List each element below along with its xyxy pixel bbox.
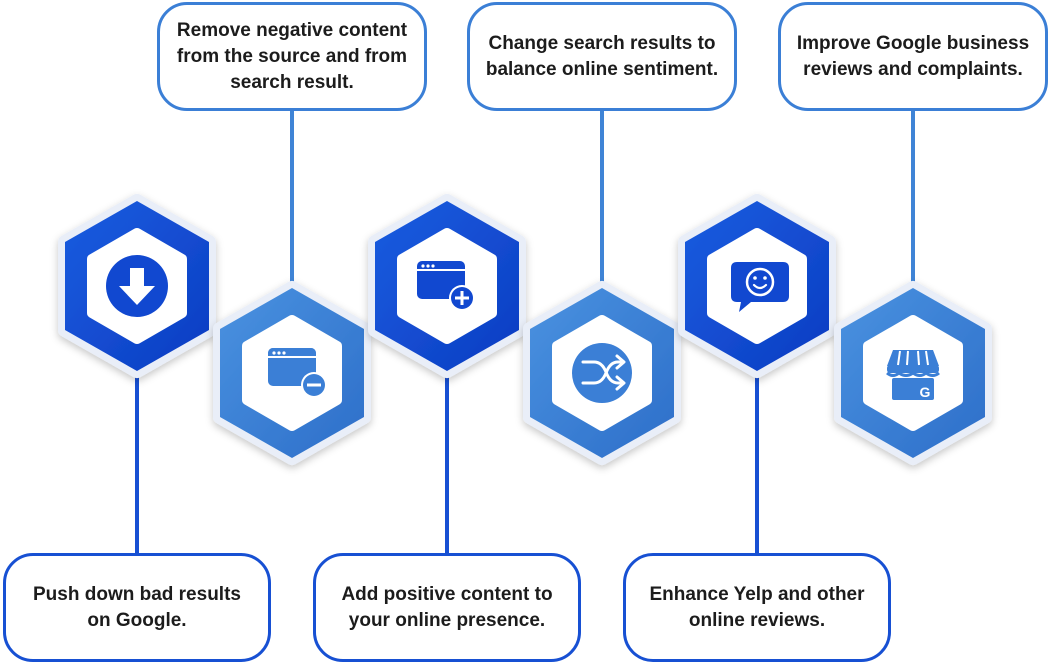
step-1-label: Push down bad results on Google. — [33, 583, 241, 631]
step-5-label-box: Enhance Yelp and other online reviews. — [623, 553, 891, 662]
browser-minus-icon — [268, 348, 327, 398]
step-2-label: Remove negative content from the source … — [176, 19, 408, 93]
step-5-label: Enhance Yelp and other online reviews. — [649, 583, 865, 631]
smiley-chat-icon — [731, 262, 789, 312]
step-3-label: Add positive content to your online pres… — [341, 583, 553, 631]
step-4-label-box: Change search results to balance online … — [467, 2, 737, 111]
step-1-label-box: Push down bad results on Google. — [3, 553, 271, 662]
step-2-label-box: Remove negative content from the source … — [157, 2, 427, 111]
connector-lines — [135, 110, 915, 553]
hexagon-row — [58, 194, 992, 465]
shuffle-icon — [572, 343, 632, 403]
step-4-label: Change search results to balance online … — [485, 32, 719, 80]
browser-plus-icon — [417, 261, 475, 311]
step-3-label-box: Add positive content to your online pres… — [313, 553, 581, 662]
step-6-label-box: Improve Google business reviews and comp… — [778, 2, 1048, 111]
download-arrow-icon — [106, 255, 168, 317]
google-business-icon: G — [886, 350, 940, 400]
google-g-letter: G — [920, 384, 931, 400]
step-6-label: Improve Google business reviews and comp… — [796, 32, 1030, 80]
